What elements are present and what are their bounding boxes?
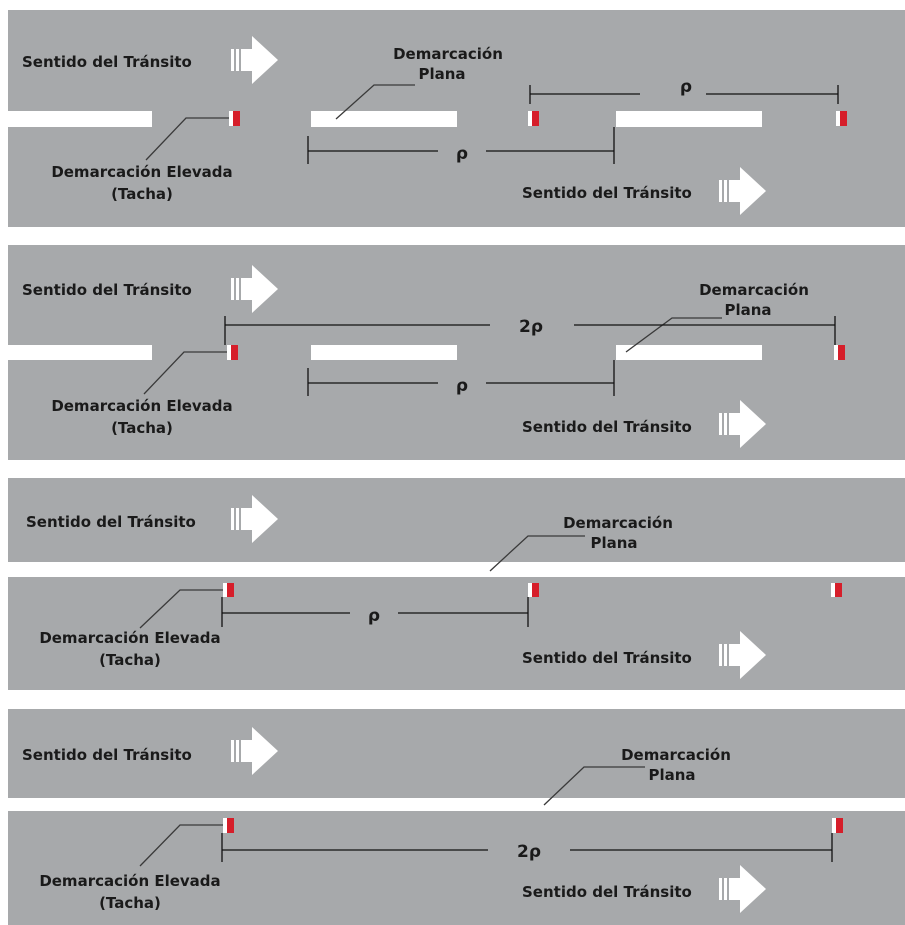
raised-marking-leader (143, 351, 227, 395)
raised-marking-label: (Tacha) (99, 651, 161, 669)
traffic-direction-label: Sentido del Tránsito (522, 418, 692, 436)
panel-3: Sentido del Tránsito Demarcación Plana D… (8, 478, 905, 690)
raised-stud-icon (223, 818, 234, 833)
panel-2: Sentido del Tránsito Sentido del Tránsit… (8, 245, 905, 460)
double-spacing-label: 2ρ (517, 842, 541, 862)
road-surface (8, 709, 905, 798)
raised-marking-label: Demarcación Elevada (39, 872, 220, 890)
raised-marking-label: Demarcación Elevada (39, 629, 220, 647)
flat-marking-leader (335, 84, 415, 120)
flat-marking-leader (625, 317, 722, 353)
traffic-direction-label: Sentido del Tránsito (22, 281, 192, 299)
flat-marking-segment (616, 345, 762, 360)
raised-stud-icon (831, 583, 842, 597)
road-surface (8, 577, 905, 690)
raised-marking-label: Demarcación Elevada (51, 163, 232, 181)
traffic-direction-label: Sentido del Tránsito (522, 649, 692, 667)
flat-marking-label: Plana (724, 301, 771, 319)
panel-1: Sentido del Tránsito Sentido del Tránsit… (8, 10, 905, 227)
spacing-dimension: ρ (529, 77, 839, 104)
raised-stud-icon (832, 818, 843, 833)
raised-marking-label: (Tacha) (111, 185, 173, 203)
flat-marking-segment (8, 111, 152, 127)
road-surface (8, 478, 905, 562)
flat-marking-label: Plana (590, 534, 637, 552)
panel-4: Sentido del Tránsito Demarcación Plana D… (8, 709, 905, 925)
double-spacing-label: 2ρ (519, 317, 543, 337)
spacing-dimension: ρ (307, 127, 615, 164)
traffic-direction-label: Sentido del Tránsito (22, 746, 192, 764)
road-surface (8, 811, 905, 925)
raised-marking-label: Demarcación Elevada (51, 397, 232, 415)
spacing-dimension: ρ (307, 360, 615, 396)
raised-marking-leader (139, 824, 223, 867)
traffic-direction-label: Sentido del Tránsito (22, 53, 192, 71)
right-arrow-icon (719, 631, 766, 679)
raised-stud-icon (834, 345, 845, 360)
spacing-label: ρ (456, 376, 468, 396)
spacing-dimension: 2ρ (224, 316, 836, 345)
flat-marking-segment (311, 111, 457, 127)
raised-stud-icon (836, 111, 847, 126)
raised-marking-leader (139, 589, 223, 629)
spacing-label: ρ (368, 606, 380, 626)
raised-marking-label: (Tacha) (111, 419, 173, 437)
right-arrow-icon (231, 495, 278, 543)
flat-marking-label: Demarcación (563, 514, 673, 532)
spacing-label: ρ (680, 77, 692, 97)
right-arrow-icon (231, 36, 278, 84)
spacing-dimension: ρ (221, 597, 529, 627)
flat-marking-label: Plana (648, 766, 695, 784)
flat-marking-leader (489, 535, 585, 572)
right-arrow-icon (719, 865, 766, 913)
right-arrow-icon (231, 727, 278, 775)
right-arrow-icon (719, 167, 766, 215)
flat-marking-segment (311, 345, 457, 360)
traffic-direction-label: Sentido del Tránsito (522, 184, 692, 202)
raised-stud-icon (528, 111, 539, 126)
flat-marking-label: Demarcación (393, 45, 503, 63)
raised-marking-leader (145, 117, 229, 161)
flat-marking-segment (8, 345, 152, 360)
flat-marking-label: Plana (418, 65, 465, 83)
right-arrow-icon (719, 400, 766, 448)
traffic-direction-label: Sentido del Tránsito (522, 883, 692, 901)
raised-marking-label: (Tacha) (99, 894, 161, 912)
raised-stud-icon (227, 345, 238, 360)
spacing-dimension: 2ρ (221, 833, 833, 862)
traffic-direction-label: Sentido del Tránsito (26, 513, 196, 531)
right-arrow-icon (231, 265, 278, 313)
raised-stud-icon (528, 583, 539, 597)
flat-marking-label: Demarcación (621, 746, 731, 764)
spacing-label: ρ (456, 144, 468, 164)
raised-stud-icon (223, 583, 234, 597)
flat-marking-segment (616, 111, 762, 127)
flat-marking-leader (543, 766, 645, 806)
raised-stud-icon (229, 111, 240, 126)
flat-marking-label: Demarcación (699, 281, 809, 299)
